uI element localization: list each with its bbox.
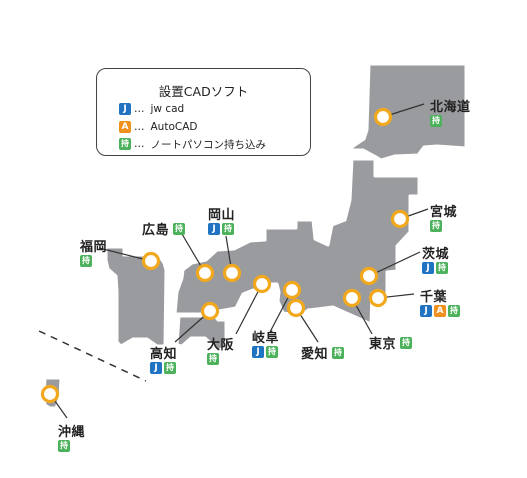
location-name: 広島 [142,223,170,238]
jw-badge-icon: J [119,103,131,115]
land-honshu [173,157,421,326]
jw-badge-icon: J [252,346,264,358]
jw-badge-icon: J [150,362,162,374]
jw-badge-icon: J [208,223,220,235]
laptop-badge-icon: 持 [430,115,442,127]
laptop-badge-icon: 持 [266,346,278,358]
badge-list: 持 [430,115,471,127]
location-aichi[interactable]: 愛知 持 [301,343,345,362]
jw-badge-icon: J [420,305,432,317]
location-osaka[interactable]: 大阪 持 [207,334,234,365]
location-name: 北海道 [430,100,471,115]
location-name: 沖縄 [58,425,86,440]
location-name: 岐阜 [252,331,280,346]
laptop-badge-icon: 持 [222,223,234,235]
location-name: 宮城 [430,205,458,220]
marker-gifu[interactable] [282,280,302,300]
laptop-badge-icon: 持 [436,262,448,274]
leader-osaka [235,283,263,335]
badge-list: 持 [58,440,85,452]
laptop-badge-icon: 持 [80,255,92,267]
badge-list: 持 [400,336,413,349]
marker-miyagi[interactable] [390,209,410,229]
land-shikoku [175,314,228,352]
legend-separator: … [134,138,145,150]
badge-list: 持 [80,255,107,267]
location-hokkaido[interactable]: 北海道 持 [430,96,471,127]
laptop-badge-icon: 持 [400,336,413,349]
location-name: 大阪 [207,338,235,353]
location-name: 高知 [150,347,178,362]
legend-separator: … [134,121,145,133]
location-name: 千葉 [420,290,448,305]
laptop-badge-icon: 持 [173,222,186,235]
jw-badge-icon: J [422,262,434,274]
legend-title: 設置CADソフト [158,84,249,99]
legend-label: jw cad [150,103,185,115]
marker-aichi[interactable] [286,298,306,318]
marker-okinawa[interactable] [40,384,60,404]
location-hiroshima[interactable]: 広島 持 [142,219,186,238]
laptop-badge-icon: 持 [207,353,219,365]
legend-separator: … [134,103,145,115]
leader-ibaraki [368,251,421,277]
marker-kochi[interactable] [200,301,220,321]
autocad-badge-icon: A [119,121,131,133]
marker-tokyo[interactable] [342,288,362,308]
legend-box: 設置CADソフト J … jw cad A … AutoCAD 持 … ノートパ… [96,68,311,156]
location-miyagi[interactable]: 宮城 持 [430,201,457,232]
badge-list: 持 [430,220,457,232]
legend-label: AutoCAD [150,121,198,133]
badge-list: 持 [207,353,234,365]
autocad-badge-icon: A [434,305,446,317]
laptop-badge-icon: 持 [430,220,442,232]
marker-osaka[interactable] [252,274,272,294]
legend-item-autocad: A … AutoCAD [119,120,197,134]
marker-chiba[interactable] [368,288,388,308]
location-name: 東京 [369,337,397,352]
location-name: 岡山 [208,208,236,223]
laptop-badge-icon: 持 [448,305,460,317]
location-fukuoka[interactable]: 福岡 持 [80,236,107,267]
location-name: 福岡 [80,240,108,255]
legend-label: ノートパソコン持ち込み [150,138,267,151]
legend-item-laptop: 持 … ノートパソコン持ち込み [119,137,266,151]
location-tokyo[interactable]: 東京 持 [369,333,413,352]
marker-hiroshima[interactable] [195,263,215,283]
land-kyushu [104,245,168,348]
laptop-badge-icon: 持 [164,362,176,374]
marker-ibaraki[interactable] [359,266,379,286]
marker-okayama[interactable] [222,263,242,283]
badge-list: 持 [173,222,186,235]
location-name: 茨城 [422,247,450,262]
badge-list: 持 [332,346,345,359]
laptop-badge-icon: 持 [332,346,345,359]
land-hokkaido [349,62,468,162]
location-okinawa[interactable]: 沖縄 持 [58,421,85,452]
marker-fukuoka[interactable] [141,251,161,271]
laptop-badge-icon: 持 [119,138,131,150]
marker-hokkaido[interactable] [373,107,393,127]
legend-item-jwcad: J … jw cad [119,102,184,116]
laptop-badge-icon: 持 [58,440,70,452]
location-name: 愛知 [301,347,329,362]
okinawa-divider-line [38,330,147,382]
